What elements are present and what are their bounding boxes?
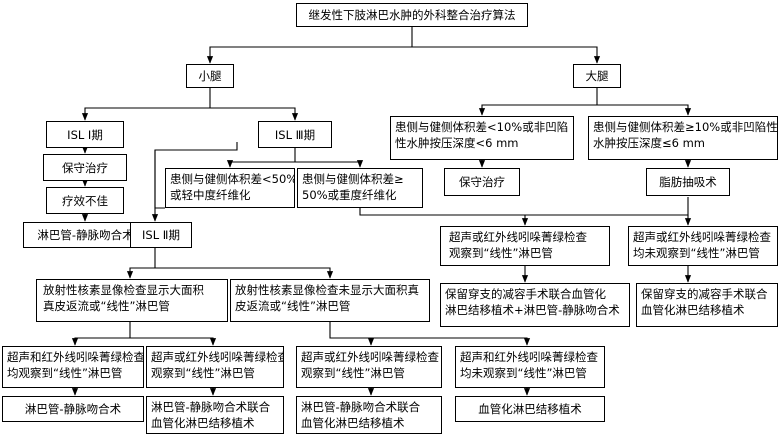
calf-lva-node: 淋巴管-静脉吻合术: [23, 222, 148, 248]
assessment-either-positive-line1: 超声或红外线吲哚菁绿检查: [151, 350, 284, 364]
liposuction-node: 脂肪抽吸术: [646, 168, 730, 196]
thigh-assessment-positive-line2: 观察到“线性”淋巴管: [449, 246, 553, 260]
calf-diff-low-line1: 患侧与健侧体积差<50%: [170, 172, 295, 186]
calf-lva-label: 淋巴管-静脉吻合术: [37, 228, 134, 242]
calf-diff-low-node: 患侧与健侧体积差<50% 或轻中度纤维化: [165, 168, 295, 208]
result-vlnt-label: 血管化淋巴结移植术: [478, 402, 582, 416]
calf-conservative-label: 保守治疗: [62, 160, 108, 175]
calf-conservative-node: 保守治疗: [43, 154, 127, 181]
scint-negative-node: 放射性核素显像检查未显示大面积真 皮返流或“线性”淋巴管: [230, 279, 430, 322]
thigh-result-debulking-node: 保留穿支的减容手术联合 血管化淋巴结移植术: [636, 283, 778, 327]
assessment-either-positive-node-2: 超声或红外线吲哚菁绿检查 观察到“线性”淋巴管: [296, 346, 442, 388]
calf-diff-high-line2: 50%或重度纤维化: [302, 188, 397, 202]
thigh-result-debulking-line2: 血管化淋巴结移植术: [641, 303, 745, 317]
assessment-both-positive-node: 超声和红外线吲哚菁绿检查 均观察到“线性”淋巴管: [2, 346, 144, 388]
assessment-none-positive-line2: 均未观察到“线性”淋巴管: [460, 366, 587, 380]
thigh-diff-low-node: 患侧与健侧体积差<10%或非凹陷 性水肿按压深度<6 mm: [390, 116, 574, 160]
assessment-both-positive-line2: 均观察到“线性”淋巴管: [7, 366, 123, 380]
result-lva-label: 淋巴管-静脉吻合术: [24, 402, 122, 416]
thigh-diff-high-node: 患侧与健侧体积差≥10%或非凹陷性 水肿按压深度≤6 mm: [588, 116, 778, 160]
assessment-either-positive-line2: 观察到“线性”淋巴管: [151, 366, 255, 380]
thigh-result-combined-node: 保留穿支的减容手术联合血管化 淋巴结移植术+淋巴管-静脉吻合术: [440, 283, 630, 327]
assessment-either-positive-2-line1: 超声或红外线吲哚菁绿检查: [301, 350, 439, 364]
isl-stage2-node: ISL Ⅱ期: [130, 222, 192, 248]
scint-positive-line2: 真皮返流或“线性”淋巴管: [43, 299, 170, 313]
assessment-none-positive-line1: 超声和红外线吲哚菁绿检查: [460, 350, 598, 364]
thigh-diff-high-line1: 患侧与健侧体积差≥10%或非凹陷性: [593, 120, 778, 134]
scint-negative-line1: 放射性核素显像检查未显示大面积真: [235, 283, 419, 297]
result-lva-vlnt-2-line2: 血管化淋巴结移植术: [301, 416, 405, 430]
result-lva-vlnt-node: 淋巴管-静脉吻合术联合 血管化淋巴结移植术: [146, 396, 284, 434]
isl-stage1-label: ISL Ⅰ期: [67, 127, 103, 142]
scint-positive-line1: 放射性核素显像检查显示大面积: [43, 283, 204, 297]
isl-stage2-label: ISL Ⅱ期: [142, 228, 180, 242]
isl-stage3-label: ISL Ⅲ期: [274, 127, 316, 142]
result-lva-vlnt-2-line1: 淋巴管-静脉吻合术联合: [301, 400, 421, 414]
poor-effect-node: 疗效不佳: [46, 187, 124, 214]
thigh-diff-low-line2: 性水肿按压深度<6 mm: [395, 136, 519, 150]
assessment-none-positive-node: 超声和红外线吲哚菁绿检查 均未观察到“线性”淋巴管: [455, 346, 605, 388]
thigh-result-combined-line1: 保留穿支的减容手术联合血管化: [445, 287, 606, 301]
isl-stage3-node: ISL Ⅲ期: [258, 121, 332, 148]
calf-label: 小腿: [198, 69, 222, 83]
thigh-result-combined-line2: 淋巴结移植术+淋巴管-静脉吻合术: [445, 303, 620, 317]
thigh-assessment-negative-line2: 均未观察到“线性”淋巴管: [633, 246, 760, 260]
assessment-either-positive-node: 超声或红外线吲哚菁绿检查 观察到“线性”淋巴管: [146, 346, 284, 388]
thigh-conservative-label: 保守治疗: [459, 175, 505, 189]
calf-diff-high-node: 患侧与健侧体积差≥ 50%或重度纤维化: [297, 168, 423, 208]
assessment-either-positive-2-line2: 观察到“线性”淋巴管: [301, 366, 405, 380]
thigh-node: 大腿: [573, 64, 621, 88]
page-title-text: 继发性下肢淋巴水肿的外科整合治疗算法: [308, 8, 516, 22]
thigh-diff-low-line1: 患侧与健侧体积差<10%或非凹陷: [395, 120, 569, 134]
thigh-result-debulking-line1: 保留穿支的减容手术联合: [641, 287, 768, 301]
result-lva-vlnt-node-2: 淋巴管-静脉吻合术联合 血管化淋巴结移植术: [296, 396, 442, 434]
result-lva-vlnt-line1: 淋巴管-静脉吻合术联合: [151, 400, 271, 414]
result-lva-vlnt-line2: 血管化淋巴结移植术: [151, 416, 255, 430]
result-vlnt-node: 血管化淋巴结移植术: [455, 396, 605, 422]
isl-stage1-node: ISL Ⅰ期: [46, 121, 124, 148]
assessment-both-positive-line1: 超声和红外线吲哚菁绿检查: [7, 350, 144, 364]
thigh-assessment-negative-line1: 超声或红外线吲哚菁绿检查: [633, 230, 771, 244]
calf-diff-high-line1: 患侧与健侧体积差≥: [302, 172, 404, 186]
thigh-label: 大腿: [585, 69, 609, 83]
scint-negative-line2: 皮返流或“线性”淋巴管: [235, 299, 351, 313]
thigh-diff-high-line2: 水肿按压深度≤6 mm: [593, 136, 706, 150]
thigh-assessment-positive-line1: 超声或红外线吲哚菁绿检查: [449, 230, 587, 244]
poor-effect-label: 疗效不佳: [62, 193, 108, 208]
calf-node: 小腿: [186, 64, 234, 88]
scint-positive-node: 放射性核素显像检查显示大面积 真皮返流或“线性”淋巴管: [36, 279, 228, 322]
liposuction-label: 脂肪抽吸术: [659, 175, 717, 189]
result-lva-node: 淋巴管-静脉吻合术: [2, 396, 144, 422]
thigh-assessment-negative-node: 超声或红外线吲哚菁绿检查 均未观察到“线性”淋巴管: [628, 226, 778, 266]
thigh-assessment-positive-node: 超声或红外线吲哚菁绿检查 观察到“线性”淋巴管: [440, 226, 610, 266]
page-title: 继发性下肢淋巴水肿的外科整合治疗算法: [296, 3, 528, 27]
thigh-conservative-node: 保守治疗: [444, 168, 520, 196]
calf-diff-low-line2: 或轻中度纤维化: [170, 188, 251, 202]
